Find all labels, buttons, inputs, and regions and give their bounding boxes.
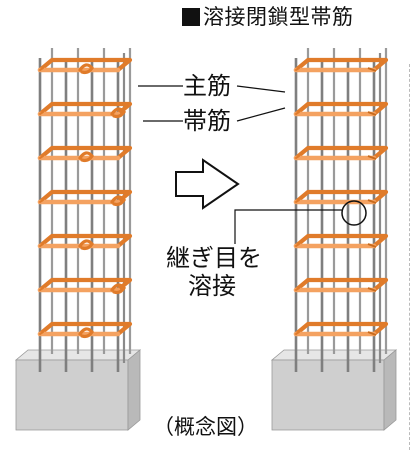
hoop-back xyxy=(293,277,389,293)
hoop-back xyxy=(37,57,133,73)
leader-lines xyxy=(138,85,342,244)
hoop-hook xyxy=(78,63,95,75)
hoop-hook xyxy=(78,151,95,163)
hoop-back xyxy=(37,277,133,293)
figure-title-text: 溶接閉鎖型帯筋 xyxy=(203,5,354,29)
leader-hoop-right xyxy=(236,107,286,122)
label-weld-line1: 継ぎ目を xyxy=(166,244,262,272)
hoop-corner xyxy=(295,67,300,71)
hoop-back xyxy=(293,233,389,249)
right-column-welded-closed-hoops xyxy=(270,48,398,431)
hoop-back xyxy=(37,145,133,161)
hoop-back xyxy=(37,189,133,205)
hoop-corner xyxy=(39,67,44,71)
weld-seam xyxy=(367,331,377,336)
hoop-corner xyxy=(39,287,44,291)
label-main-bar: 主筋 xyxy=(183,72,231,100)
hoop-back xyxy=(293,189,389,205)
hoop-back xyxy=(293,145,389,161)
weld-seam xyxy=(367,287,377,292)
hoop-corner xyxy=(295,155,300,159)
weld-seam xyxy=(367,199,377,204)
hoop-corner xyxy=(39,155,44,159)
hoop-back xyxy=(37,321,133,337)
hoop-back xyxy=(37,233,133,249)
weld-seam xyxy=(367,111,377,116)
hoop-back xyxy=(293,321,389,337)
hoop-hook xyxy=(78,239,95,251)
weld-seam xyxy=(367,243,377,248)
leader-weld xyxy=(234,209,342,244)
hoop-corner xyxy=(39,331,44,335)
hoop-corner xyxy=(295,199,300,203)
weld-seam xyxy=(367,67,377,72)
figure-title: 溶接閉鎖型帯筋 xyxy=(182,4,354,30)
hoop-hook xyxy=(110,107,127,119)
hoop-corner xyxy=(39,199,44,203)
hoop-corner xyxy=(295,111,300,115)
hoop-back xyxy=(293,101,389,117)
left-column-conventional-hoops xyxy=(14,48,142,431)
hoop-hook xyxy=(78,327,95,339)
hoop-corner xyxy=(295,243,300,247)
concrete-base-side xyxy=(127,349,141,431)
dashed-edge xyxy=(409,64,410,450)
hoop-corner xyxy=(39,243,44,247)
hoop-corner xyxy=(39,111,44,115)
hoop-corner xyxy=(295,287,300,291)
title-square-icon xyxy=(182,8,200,26)
right-arrow-outline-icon xyxy=(175,158,240,210)
leader-main-bar-right xyxy=(236,85,286,93)
hoop-hook xyxy=(110,283,127,295)
hoop-back xyxy=(37,101,133,117)
label-weld-line2: 溶接 xyxy=(188,272,236,300)
hoop-back xyxy=(293,57,389,73)
figure-caption: （概念図） xyxy=(153,415,258,439)
label-hoop: 帯筋 xyxy=(183,107,231,135)
weld-seam xyxy=(367,155,377,160)
circle-marker-icon xyxy=(341,200,367,226)
hoop-hook xyxy=(110,195,127,207)
hoop-corner xyxy=(295,331,300,335)
concrete-base-side xyxy=(383,349,397,431)
